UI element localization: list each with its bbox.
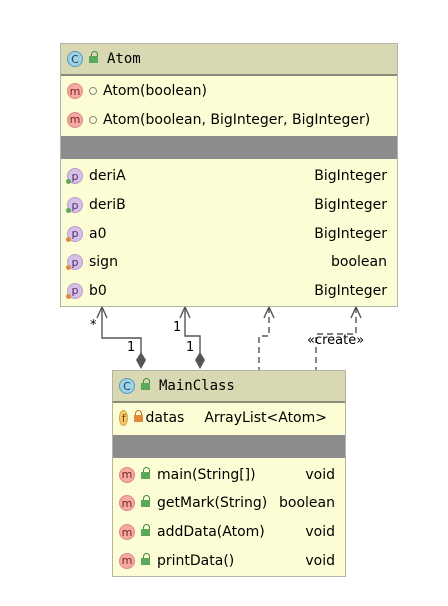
public-visibility-icon (141, 552, 151, 565)
public-visibility-icon (89, 51, 99, 63)
property-row[interactable]: p a0 BigInteger (61, 219, 397, 248)
constructors-section: m Atom(boolean) m Atom(boolean, BigInteg… (61, 76, 397, 134)
arrow-head-composition-1 (96, 305, 108, 319)
private-visibility-icon (134, 410, 144, 423)
property-type: BigInteger (314, 197, 387, 214)
methods-section: m main(String[]) void m getMark(String) … (113, 458, 345, 575)
package-visibility-icon (89, 115, 97, 124)
property-icon: p (66, 225, 83, 242)
diamond-composition-2 (195, 352, 205, 369)
method-icon: m (67, 111, 83, 128)
method-icon: m (119, 495, 135, 512)
section-separator (61, 136, 397, 160)
property-row[interactable]: p sign boolean (61, 248, 397, 277)
method-icon: m (119, 524, 135, 541)
class-atom-title: Atom (107, 51, 141, 67)
property-row[interactable]: p deriA BigInteger (61, 162, 397, 191)
fields-section: f datas ArrayList<Atom> (113, 403, 345, 433)
method-return-type: void (305, 552, 335, 569)
property-name: a0 (89, 225, 107, 242)
multiplicity-one-mid-bottom: 1 (186, 340, 195, 355)
method-row[interactable]: m main(String[]) void (113, 461, 345, 490)
class-mainclass-title: MainClass (159, 378, 235, 394)
method-name: printData() (157, 552, 235, 569)
property-icon: p (66, 197, 83, 214)
property-row[interactable]: p b0 BigInteger (61, 277, 397, 306)
class-mainclass[interactable]: C MainClass f datas ArrayList<Atom> m ma… (112, 370, 346, 577)
property-name: deriA (89, 168, 126, 185)
property-icon: p (66, 254, 83, 271)
multiplicity-one-left: 1 (127, 340, 136, 355)
composition-line-2 (184, 307, 201, 353)
property-name: sign (89, 254, 118, 271)
field-icon: f (119, 410, 129, 427)
method-row[interactable]: m getMark(String) boolean (113, 489, 345, 518)
class-icon: C (67, 51, 83, 67)
package-visibility-icon (89, 87, 97, 96)
public-visibility-icon (141, 378, 151, 390)
method-return-type: void (305, 466, 335, 483)
constructor-label: Atom(boolean, BigInteger, BigInteger) (103, 111, 371, 128)
multiplicity-star: * (90, 318, 97, 333)
property-name: deriB (89, 197, 126, 214)
method-row[interactable]: m printData() void (113, 546, 345, 575)
properties-section: p deriA BigInteger p deriB BigInteger p … (61, 159, 397, 305)
method-row[interactable]: m addData(Atom) void (113, 518, 345, 547)
create-stereotype-label: «create» (307, 333, 365, 348)
property-type: BigInteger (314, 225, 387, 242)
property-type: BigInteger (314, 282, 387, 299)
arrow-head-create (350, 305, 362, 319)
method-icon: m (119, 466, 135, 483)
create-line (315, 307, 357, 370)
property-icon: p (66, 168, 83, 185)
method-icon: m (119, 552, 135, 569)
method-icon: m (67, 83, 83, 100)
method-return-type: void (305, 524, 335, 541)
composition-line-1 (101, 307, 142, 353)
property-icon: p (66, 282, 83, 299)
constructor-row[interactable]: m Atom(boolean, BigInteger, BigInteger) (61, 106, 397, 135)
class-atom[interactable]: C Atom m Atom(boolean) m Atom(boolean, B… (60, 43, 398, 307)
property-row[interactable]: p deriB BigInteger (61, 191, 397, 220)
public-visibility-icon (141, 524, 151, 537)
diamond-composition-1 (136, 352, 146, 369)
class-atom-header: C Atom (61, 44, 397, 76)
constructor-row[interactable]: m Atom(boolean) (61, 77, 397, 106)
public-visibility-icon (141, 495, 151, 508)
method-name: addData(Atom) (157, 524, 265, 541)
method-return-type: boolean (279, 495, 335, 512)
public-visibility-icon (141, 466, 151, 479)
section-separator (113, 434, 345, 458)
class-icon: C (119, 378, 135, 394)
multiplicity-one-mid-top: 1 (173, 320, 182, 335)
field-type: ArrayList<Atom> (204, 410, 327, 427)
arrow-head-composition-2 (179, 305, 191, 319)
property-name: b0 (89, 282, 107, 299)
class-mainclass-header: C MainClass (113, 371, 345, 403)
constructor-label: Atom(boolean) (103, 83, 207, 100)
arrow-head-dependency (263, 305, 275, 319)
field-name: datas (145, 410, 185, 427)
method-name: getMark(String) (157, 495, 268, 512)
property-type: boolean (331, 254, 387, 271)
field-row[interactable]: f datas ArrayList<Atom> (113, 404, 345, 433)
property-type: BigInteger (314, 168, 387, 185)
dependency-line (258, 307, 270, 370)
method-name: main(String[]) (157, 466, 256, 483)
